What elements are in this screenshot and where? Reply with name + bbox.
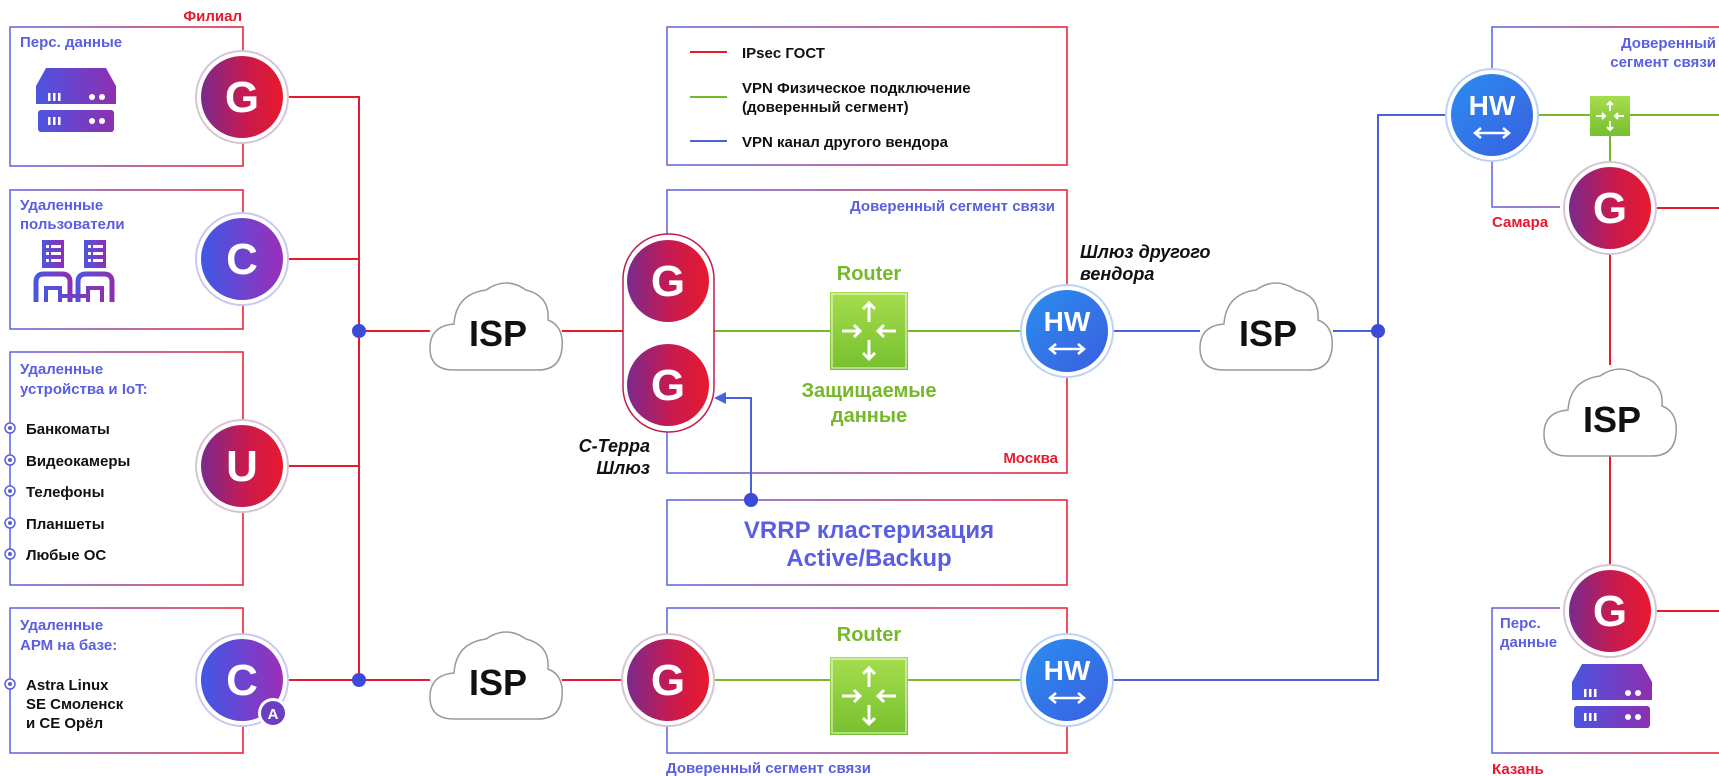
g-letter: G [651,656,685,705]
c-letter: C [226,235,258,284]
vrrp-box: VRRP кластеризация Active/Backup [666,499,1068,586]
g-letter: G [1593,184,1627,233]
server-icon [1572,664,1652,728]
client-node-c-astra: C A [195,633,289,728]
remote-users-title-1: Удаленные [20,197,103,214]
g-letter: G [1593,587,1627,636]
legend-vpn-physical-1: VPN Физическое подключение [742,80,971,97]
hw-letter: HW [1469,90,1516,121]
iot-list: Банкоматы Видеокамеры Телефоны Планшеты … [4,421,130,564]
iot-title-1: Удаленные [20,361,103,378]
vrrp-line-1: VRRP кластеризация [744,517,994,544]
legend-ipsec: IPsec ГОСТ [742,45,825,62]
hw-letter: HW [1044,655,1091,686]
branch-title: Филиал [183,8,242,25]
iot-item: Банкоматы [26,421,110,438]
arm-item: и СЕ Орёл [26,715,103,732]
remote-users-title-2: пользователи [20,216,125,233]
isp-cloud: ISP [1199,282,1333,371]
server-icon [36,68,116,132]
g-letter: G [651,257,685,306]
arm-item: SE Смоленск [26,696,124,713]
isp-cloud: ISP [429,282,563,371]
isp-label: ISP [469,662,527,703]
c-letter: C [226,656,258,705]
a-badge: A [268,706,279,723]
other-vendor-label-2: вендора [1080,264,1154,284]
s-terra-label-2: Шлюз [596,458,650,478]
hw-node: HW [1020,633,1114,727]
router-icon [830,292,908,370]
moscow-city: Москва [1003,450,1058,467]
right-segment-label-1: Доверенный [1621,35,1716,52]
isp-cloud: ISP [429,631,563,720]
junction-dot [1371,324,1385,338]
right-pers-label-2: данные [1500,634,1557,651]
moscow-segment-label: Доверенный сегмент связи [850,198,1055,215]
s-terra-label-1: С-Терра [579,436,650,456]
bottom-router-label: Router [837,624,902,646]
junction-dot [352,324,366,338]
bottom-segment: Router Доверенный сегмент связи [666,607,1068,776]
router-icon [830,657,908,735]
hw-node: HW [1445,68,1539,162]
legend-vpn-other: VPN канал другого вендора [742,134,949,151]
iot-item: Любые ОС [26,547,106,564]
isp-label: ISP [469,313,527,354]
isp-label: ISP [1239,313,1297,354]
protected-data-1: Защищаемые [802,380,937,402]
arm-list: Astra Linux SE Смоленск и СЕ Орёл [4,677,124,732]
users-icon [33,240,115,302]
gateway-cluster: G G [622,233,715,433]
moscow-segment: Доверенный сегмент связи Москва Router З… [666,189,1068,474]
gateway-node-g-branch: G [195,50,289,144]
iot-title-2: устройства и IoT: [20,381,148,398]
isp-label: ISP [1583,399,1641,440]
bottom-segment-label: Доверенный сегмент связи [666,760,871,776]
gateway-node-g-kazan: G [1563,564,1657,658]
protected-data-2: данные [831,405,907,427]
arm-title-2: АРМ на базе: [20,637,117,654]
junction-dot [744,493,758,507]
right-pers-label-1: Перс. [1500,615,1541,632]
junction-dot [352,673,366,687]
g-letter: G [225,73,259,122]
connection-lines [264,96,1719,681]
unified-node-u: U [195,419,289,513]
vrrp-arrowhead [714,392,726,404]
hw-node: HW [1020,284,1114,378]
moscow-router-label: Router [837,263,902,285]
arm-item: Astra Linux [26,677,109,694]
isp-cloud: ISP [1543,368,1677,457]
router-icon-small [1590,96,1630,136]
legend-vpn-physical-2: (доверенный сегмент) [742,99,909,116]
iot-item: Видеокамеры [26,453,130,470]
kazan-label: Казань [1492,761,1544,776]
hw-letter: HW [1044,306,1091,337]
iot-item: Телефоны [26,484,104,501]
gateway-node-g-samara: G [1563,161,1657,255]
client-node-c: C [195,212,289,306]
legend: IPsec ГОСТ VPN Физическое подключение (д… [666,26,1068,166]
other-vendor-label-1: Шлюз другого [1080,242,1211,262]
iot-item: Планшеты [26,516,105,533]
vrrp-line-2: Active/Backup [786,545,951,572]
samara-label: Самара [1492,214,1549,231]
gateway-node-g-bottom: G [621,633,715,727]
right-segment-label-2: сегмент связи [1610,54,1716,71]
u-letter: U [226,442,258,491]
pers-data-title: Перс. данные [20,34,122,51]
arm-title-1: Удаленные [20,617,103,634]
g-letter: G [651,361,685,410]
